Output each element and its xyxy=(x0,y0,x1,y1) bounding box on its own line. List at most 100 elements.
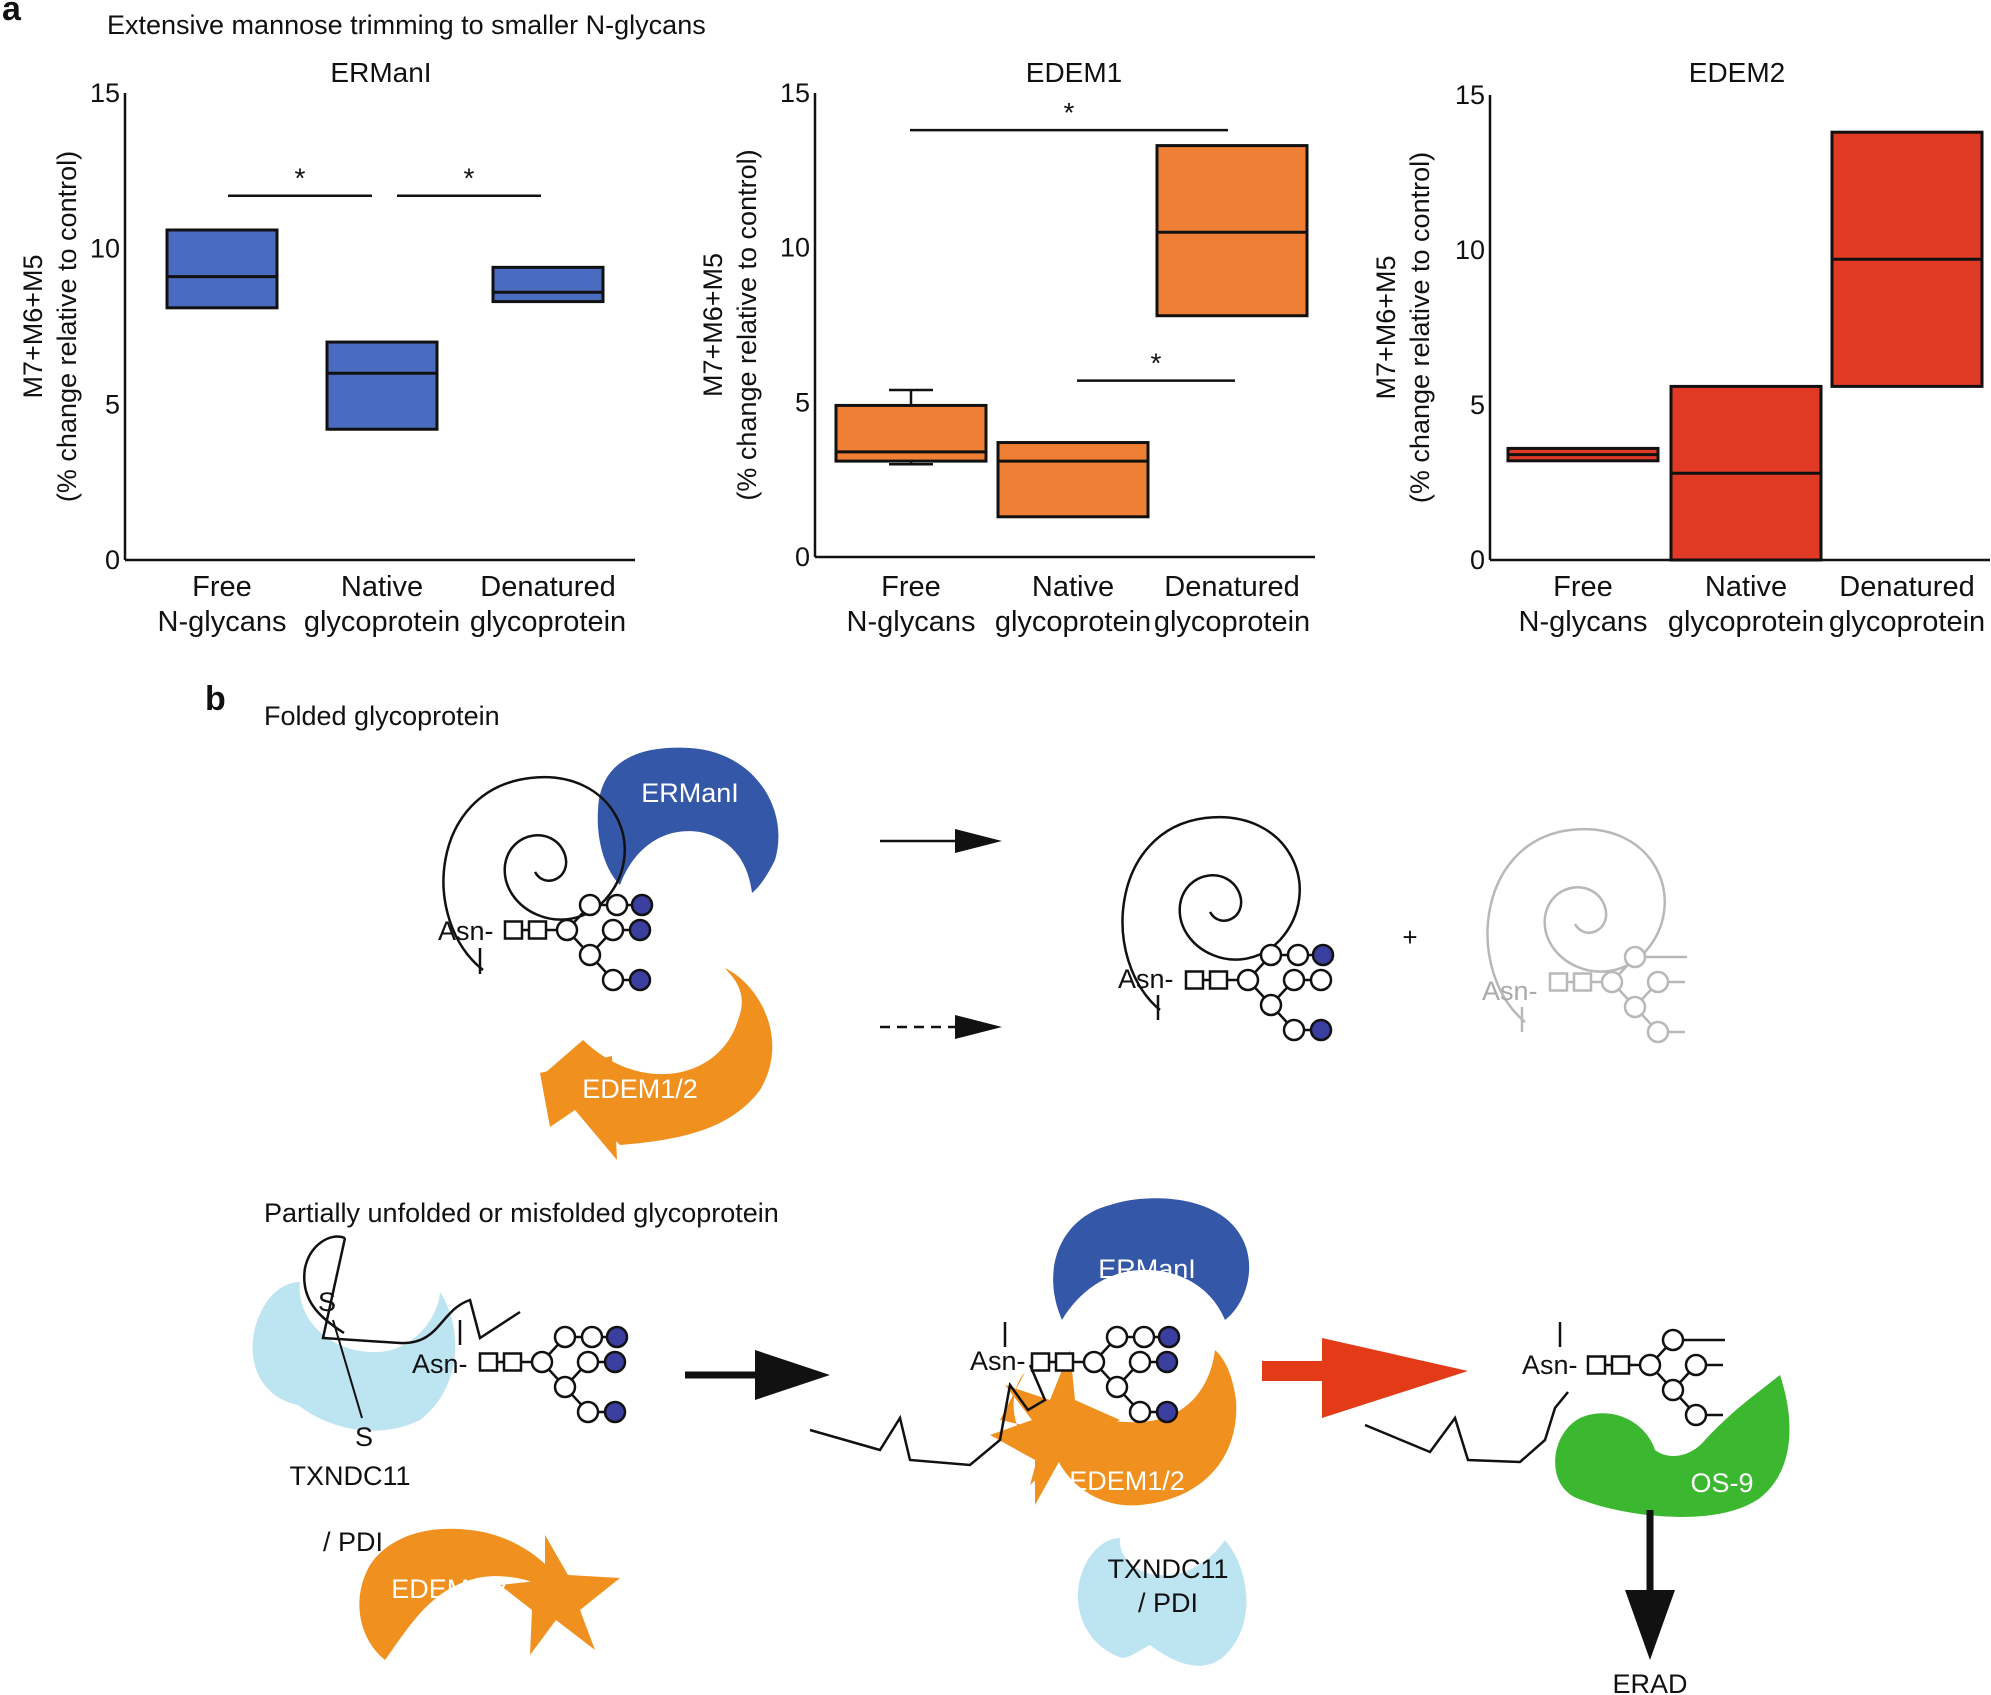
mannose-circle xyxy=(1638,1353,1662,1377)
edem-crescent-folded xyxy=(545,968,773,1145)
asn-label-folded-left: Asn- xyxy=(438,916,494,946)
mannose-circle xyxy=(555,918,579,942)
x-category-label: glycoprotein xyxy=(1668,606,1824,638)
mannose-circle xyxy=(553,1325,577,1349)
glcnac-square xyxy=(1610,1355,1631,1375)
y-axis-label-line1: M7+M6+M5 xyxy=(1371,255,1401,399)
txndc-enzyme-mid: TXNDC11 / PDI xyxy=(1077,1538,1247,1666)
folded-section-title: Folded glycoprotein xyxy=(264,701,500,731)
y-tick-label: 15 xyxy=(90,78,120,108)
mannose-circle-filled xyxy=(628,968,652,992)
glcnac-square xyxy=(1054,1352,1075,1372)
mannose-circle xyxy=(1646,1020,1670,1044)
asn-label-mis-right: Asn- xyxy=(1522,1350,1578,1380)
glycan-full-folded-left xyxy=(503,893,654,992)
x-category-label: Denatured xyxy=(1164,571,1299,603)
mannose-circle xyxy=(1132,1325,1156,1349)
y-tick-label: 0 xyxy=(1470,545,1485,575)
mannose-circle-filled xyxy=(1155,1400,1179,1424)
mannose-circle-filled xyxy=(1311,943,1335,967)
mannose-circle xyxy=(1259,943,1283,967)
y-axis-label-line2: (% change relative to control) xyxy=(52,151,82,502)
disulfide-s2: S xyxy=(355,1422,373,1452)
x-category-label: Free xyxy=(192,571,252,603)
panel-b-letter: b xyxy=(205,680,226,718)
x-category-label: N-glycans xyxy=(847,606,976,638)
arrow-down-erad xyxy=(1625,1510,1675,1660)
glcnac-square xyxy=(478,1352,499,1372)
mannose-circle xyxy=(530,1350,554,1374)
panel-a-title: Extensive mannose trimming to smaller N-… xyxy=(107,10,706,40)
folded-protein-spiral-left xyxy=(442,775,626,971)
misfolded-chain-mid xyxy=(809,1364,1047,1467)
y-tick-label: 5 xyxy=(105,389,120,419)
y-tick-label: 0 xyxy=(105,545,120,575)
edem-enzyme-mis-left: EDEM1/2 xyxy=(359,1528,620,1660)
mannose-circle xyxy=(576,1400,600,1424)
txndc-label-left-2: / PDI xyxy=(323,1527,383,1557)
txndc-label-left-1: TXNDC11 xyxy=(289,1461,410,1491)
panel-a-letter: a xyxy=(2,0,22,28)
mannose-circle xyxy=(1661,1328,1685,1352)
mannose-circle xyxy=(1684,1403,1708,1427)
mannose-circle xyxy=(1236,968,1260,992)
y-tick-label: 15 xyxy=(780,78,810,108)
arrow-black-misfolded xyxy=(685,1350,830,1400)
mannose-circle xyxy=(1623,995,1647,1019)
mannose-circle xyxy=(1646,970,1670,994)
ermani-crescent-shape xyxy=(597,747,779,893)
asn-label-mis-left: Asn- xyxy=(412,1349,468,1379)
txndc-enzyme-left: TXNDC11 / PDI xyxy=(252,1282,456,1557)
mannose-circle-filled xyxy=(628,918,652,942)
disulfide-s1: S xyxy=(318,1287,336,1317)
mannose-circle xyxy=(1128,1350,1152,1374)
x-category-label: Native xyxy=(341,571,423,603)
y-tick-label: 5 xyxy=(1470,390,1485,420)
glycan-trimmed-right xyxy=(1586,1328,1725,1427)
asn-label-faded: Asn- xyxy=(1482,976,1538,1006)
mannose-circle-filled xyxy=(603,1400,627,1424)
txndc-shape-mid xyxy=(1077,1538,1247,1666)
ermani-enzyme-mis: ERManI xyxy=(1053,1198,1250,1320)
mannose-circle xyxy=(1128,1400,1152,1424)
asn-label-mis-mid: Asn- xyxy=(970,1346,1026,1376)
x-category-label: glycoprotein xyxy=(470,606,626,638)
arrow-dashed-folded xyxy=(880,1015,1002,1039)
glycan-full-mis-mid xyxy=(1030,1325,1181,1424)
y-axis-label-line2: (% change relative to control) xyxy=(1405,152,1435,503)
y-axis-label-line2: (% change relative to control) xyxy=(732,149,762,500)
significance-star: * xyxy=(295,163,306,194)
mannose-circle-filled xyxy=(1309,1018,1333,1042)
box xyxy=(1155,144,1309,318)
misfolded-chain-left xyxy=(302,1235,521,1345)
edem-label-mis-mid: EDEM1/2 xyxy=(1069,1466,1185,1496)
glycan-faded xyxy=(1548,945,1687,1044)
mannose-circle xyxy=(601,968,625,992)
ermani-label-mis: ERManI xyxy=(1098,1254,1196,1284)
txndc-shape-left xyxy=(252,1282,456,1431)
arrow-solid-folded xyxy=(880,829,1002,853)
x-category-label: Denatured xyxy=(480,571,615,603)
y-tick-label: 5 xyxy=(795,387,810,417)
glcnac-square xyxy=(1548,972,1569,992)
y-tick-label: 15 xyxy=(1455,80,1485,110)
y-tick-label: 10 xyxy=(780,233,810,263)
mannose-circle xyxy=(1259,993,1283,1017)
glycan-full-mis-left xyxy=(478,1325,629,1424)
x-category-label: N-glycans xyxy=(158,606,287,638)
y-axis-label-line1: M7+M6+M5 xyxy=(698,253,728,397)
y-tick-label: 0 xyxy=(795,542,810,572)
edem-crescent-mis-mid xyxy=(1050,1350,1237,1506)
chart-title: ERManI xyxy=(330,57,431,88)
x-category-label: glycoprotein xyxy=(1154,606,1310,638)
mannose-circle xyxy=(1282,1018,1306,1042)
mannose-circle xyxy=(1105,1325,1129,1349)
edem-label-folded: EDEM1/2 xyxy=(582,1074,698,1104)
faded-product: Asn- xyxy=(1482,827,1687,1044)
edem-enzyme-folded: EDEM1/2 xyxy=(540,968,773,1160)
box xyxy=(491,265,605,304)
